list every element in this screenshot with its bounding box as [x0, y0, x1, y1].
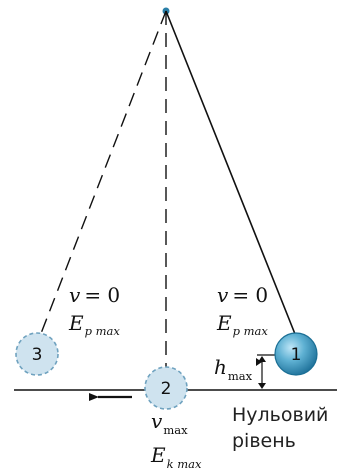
ball-3-velocity-label: v= 0 [69, 283, 120, 307]
zero-level-label-line1: Нульовий [232, 404, 328, 426]
height-arrow-down [258, 383, 266, 389]
ball-position-3: 3 [16, 333, 58, 375]
zero-level-label-line2: рівень [232, 430, 296, 452]
height-label: hmax [214, 355, 253, 383]
ball-position-1: 1 [275, 333, 317, 375]
ball-2-number: 2 [161, 379, 172, 399]
ball-3-number: 3 [32, 345, 43, 365]
height-arrow-up [258, 356, 266, 362]
ball-position-2: 2 [145, 367, 187, 409]
ball-1-velocity-label: v= 0 [217, 283, 268, 307]
ball-3-energy-label: Ep max [68, 311, 120, 338]
ball-2-velocity-label: vmax [151, 409, 188, 437]
ball-1-energy-label: Ep max [216, 311, 268, 338]
ball-1-number: 1 [291, 345, 302, 365]
ball-2-energy-label: Ek max [150, 443, 202, 471]
